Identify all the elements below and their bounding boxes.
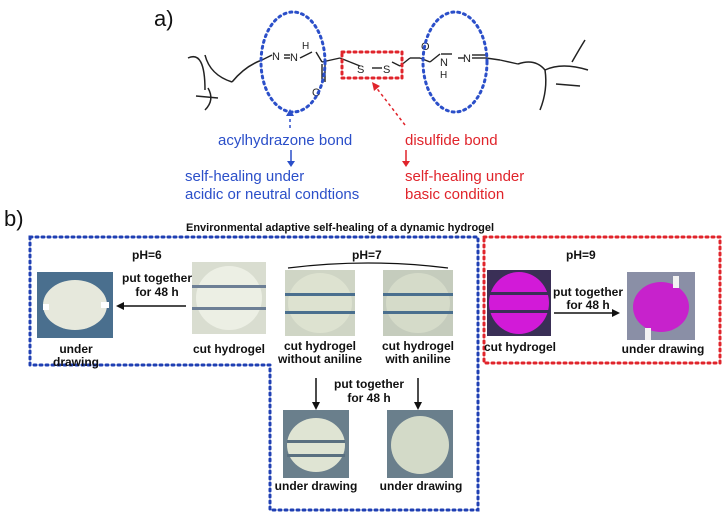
ph9-healed-photo	[627, 272, 695, 340]
ph7-bottom-right-caption: under drawing	[379, 479, 463, 493]
basic-outline	[482, 235, 722, 365]
disulfide-pointer-head	[372, 82, 380, 91]
ph7-healed-without-aniline-photo	[283, 410, 349, 478]
atom-s: S	[357, 64, 364, 76]
acylhydrazone-pointer-head	[286, 109, 294, 116]
left-acylhydrazone-ellipse	[259, 10, 327, 114]
atom-n: N	[440, 57, 448, 69]
acylhydrazone-effect-line2: acidic or neutral condtions	[185, 186, 360, 203]
ph7-right-caption-1: cut hydrogel	[381, 339, 454, 353]
ph7-label: pH=7	[352, 248, 382, 262]
ph6-right-caption: cut hydrogel	[192, 342, 265, 356]
ph7-left-caption-2: without aniline	[278, 352, 362, 366]
disulfide-box	[340, 50, 404, 80]
ph7-bottom-left-caption: under drawing	[274, 479, 358, 493]
disulfide-down-arrow	[402, 150, 410, 167]
ph9-label: pH=9	[566, 248, 596, 262]
panel-b-title: Environmental adaptive self-healing of a…	[186, 222, 495, 234]
right-acylhydrazone-ellipse	[421, 10, 489, 114]
panel-b-label: b)	[4, 206, 24, 231]
ph9-left-caption: cut hydrogel	[483, 340, 556, 354]
atom-n: N	[290, 52, 298, 64]
disulfide-effect-line1: self-healing under	[405, 168, 525, 185]
ph7-healed-with-aniline-photo	[387, 410, 453, 478]
right-network-lines	[517, 39, 589, 111]
ph7-right-caption-2: with aniline	[385, 352, 451, 366]
ph7-left-caption-1: cut hydrogel	[283, 339, 356, 353]
ph9-right-caption: under drawing	[621, 342, 705, 356]
ph7-with-aniline-photo	[383, 270, 453, 336]
atom-n: N	[272, 51, 280, 63]
ph7-without-aniline-photo	[285, 270, 355, 336]
disulfide-label: disulfide bond	[405, 132, 498, 149]
ph6-arrow-text-1: put together	[122, 271, 192, 285]
acylhydrazone-effect-line1: self-healing under	[185, 168, 305, 185]
ph9-cut-photo	[487, 270, 551, 336]
left-network-lines	[187, 54, 263, 111]
atom-n: N	[463, 53, 471, 65]
atom-s: S	[383, 64, 390, 76]
ph6-cut-photo	[192, 262, 266, 334]
ph7-arrow-text-2: for 48 h	[347, 391, 391, 405]
disulfide-effect-line2: basic condition	[405, 186, 505, 203]
ph9-arrow-text-1: put together	[553, 285, 623, 299]
acylhydrazone-down-arrow	[287, 150, 295, 167]
ph6-healed-photo	[37, 272, 113, 338]
ph6-left-caption: under drawing	[52, 342, 99, 369]
atom-h: H	[440, 70, 447, 81]
atom-h: H	[302, 41, 309, 52]
panel-a-label: a)	[154, 6, 174, 31]
ph9-arrow-text-2: for 48 h	[566, 298, 610, 312]
ph6-arrow-text-2: for 48 h	[135, 285, 179, 299]
disulfide-pointer	[374, 85, 406, 126]
ph7-arrow-text-1: put together	[334, 377, 404, 391]
acylhydrazone-label: acylhydrazone bond	[218, 132, 353, 149]
chemical-structure: N N H O S S O N H N	[187, 10, 589, 128]
atom-o: O	[312, 87, 321, 99]
ph6-label: pH=6	[132, 248, 162, 262]
